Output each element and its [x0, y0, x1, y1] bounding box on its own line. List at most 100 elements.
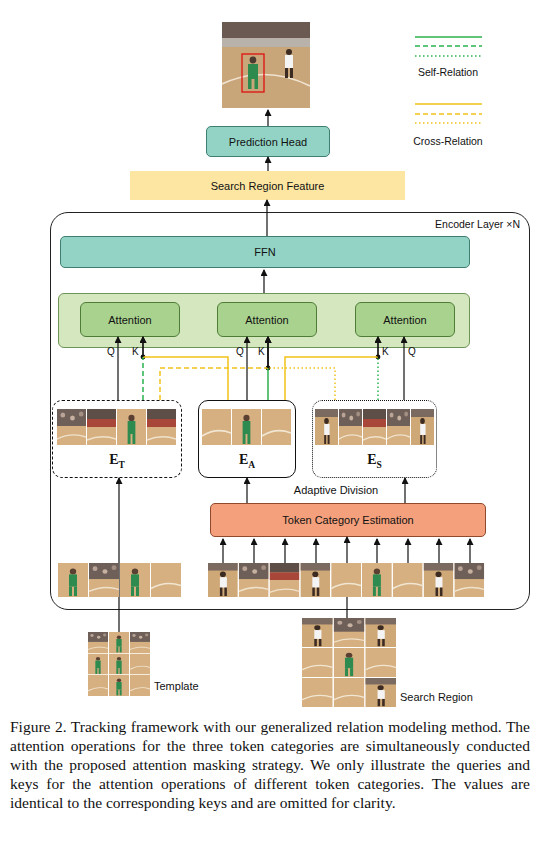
symbol-letter: E — [109, 452, 118, 467]
port-letter: Q — [408, 346, 416, 357]
encoder-layer-box: Encoder Layer ×NFFNAttentionAttentionAtt… — [50, 212, 530, 610]
image-label: Template — [154, 680, 199, 692]
port-letter: K — [132, 346, 139, 357]
connector-line — [142, 337, 143, 357]
illustration-part — [365, 678, 396, 707]
illustration-part — [469, 539, 470, 563]
connector-line — [118, 478, 119, 632]
template-node: Template — [88, 632, 150, 696]
illustration-part — [222, 74, 310, 86]
token-group-box: EA — [198, 400, 296, 478]
illustration-part — [302, 648, 333, 677]
illustration-part — [411, 409, 434, 445]
box-label: Search Region Feature — [211, 180, 325, 192]
illustration-part — [365, 618, 396, 647]
illustration-part — [302, 678, 333, 707]
port-letter: Q — [107, 346, 115, 357]
connector-line — [143, 357, 228, 400]
token-patches — [57, 409, 177, 445]
illustration-part — [222, 22, 310, 40]
illustration-part — [415, 55, 482, 57]
illustration-part — [242, 54, 264, 92]
illustration-part — [315, 539, 316, 563]
connector-line — [267, 157, 268, 171]
ffn-box: FFN — [60, 236, 470, 268]
illustration-part — [415, 103, 482, 104]
connector-line — [346, 537, 347, 618]
illustration-part — [130, 632, 150, 653]
legend-text: Self-Relation — [418, 66, 478, 78]
illustration-part — [109, 654, 129, 675]
illustration-part — [109, 632, 129, 653]
junction-dot — [376, 355, 381, 360]
box-label: Attention — [245, 314, 288, 326]
box-label: Token Category Estimation — [282, 514, 413, 526]
connector-line — [268, 368, 335, 400]
illustration-part — [300, 563, 330, 597]
illustration-part — [222, 539, 223, 563]
connector-line — [266, 200, 267, 236]
connector-line — [142, 357, 144, 400]
symbol-subscript: T — [119, 460, 125, 470]
illustration-part — [454, 563, 484, 597]
illustration-part — [57, 409, 86, 445]
box-label: FFN — [254, 246, 275, 258]
illustration-part — [315, 409, 338, 445]
illustration-part — [248, 64, 258, 79]
tracking-result-image — [222, 22, 310, 108]
illustration-part — [334, 648, 365, 677]
attention-box: Attention — [217, 302, 317, 337]
illustration-part — [415, 122, 482, 124]
connector — [160, 337, 268, 400]
illustration-part — [362, 563, 392, 597]
connector — [118, 337, 119, 400]
connector-line — [404, 478, 405, 503]
connector — [247, 478, 248, 503]
illustration-part — [334, 678, 365, 707]
illustration-part — [285, 68, 288, 78]
illustration-part — [363, 409, 386, 445]
port-letter: K — [382, 346, 389, 357]
symbol-subscript: S — [377, 460, 382, 470]
connector — [268, 337, 335, 400]
connector — [247, 337, 248, 400]
embedding-label: ES — [313, 450, 436, 470]
legend-text: Cross-Relation — [413, 135, 482, 147]
connector — [378, 337, 379, 400]
search-token-row — [208, 563, 485, 597]
illustration-part — [262, 409, 291, 445]
illustration-part — [415, 113, 482, 114]
connector — [268, 157, 269, 171]
token-group-box: ES — [312, 400, 437, 478]
illustration-part — [232, 409, 261, 445]
connector — [404, 337, 405, 400]
connector-line — [377, 357, 379, 400]
connector-line — [377, 337, 378, 357]
illustration-part — [208, 563, 238, 597]
connector — [405, 478, 406, 503]
connector — [285, 337, 378, 400]
connector-line — [267, 368, 269, 400]
illustration-part — [263, 270, 264, 293]
connector-line — [285, 357, 378, 400]
illustration-part — [88, 654, 108, 675]
illustration-part — [284, 539, 285, 563]
figure-caption: Figure 2. Tracking framework with our ge… — [10, 717, 530, 812]
connector — [347, 537, 348, 618]
illustration-part — [151, 563, 181, 597]
illustration-part — [285, 55, 293, 68]
search-region-image — [302, 618, 396, 707]
connector-line — [160, 368, 268, 400]
connector — [119, 478, 120, 632]
search-region-node: Search Region — [302, 618, 396, 707]
junction-dot — [266, 366, 271, 371]
illustration-part — [290, 68, 293, 78]
illustration-part — [302, 618, 333, 647]
port-letter: Q — [236, 346, 244, 357]
illustration-part — [331, 563, 361, 597]
port-letter: K — [258, 346, 265, 357]
connector — [268, 337, 269, 400]
estimation-box: Token Category Estimation — [210, 503, 486, 537]
attention-box: Attention — [355, 302, 455, 337]
illustration-part — [387, 409, 410, 445]
